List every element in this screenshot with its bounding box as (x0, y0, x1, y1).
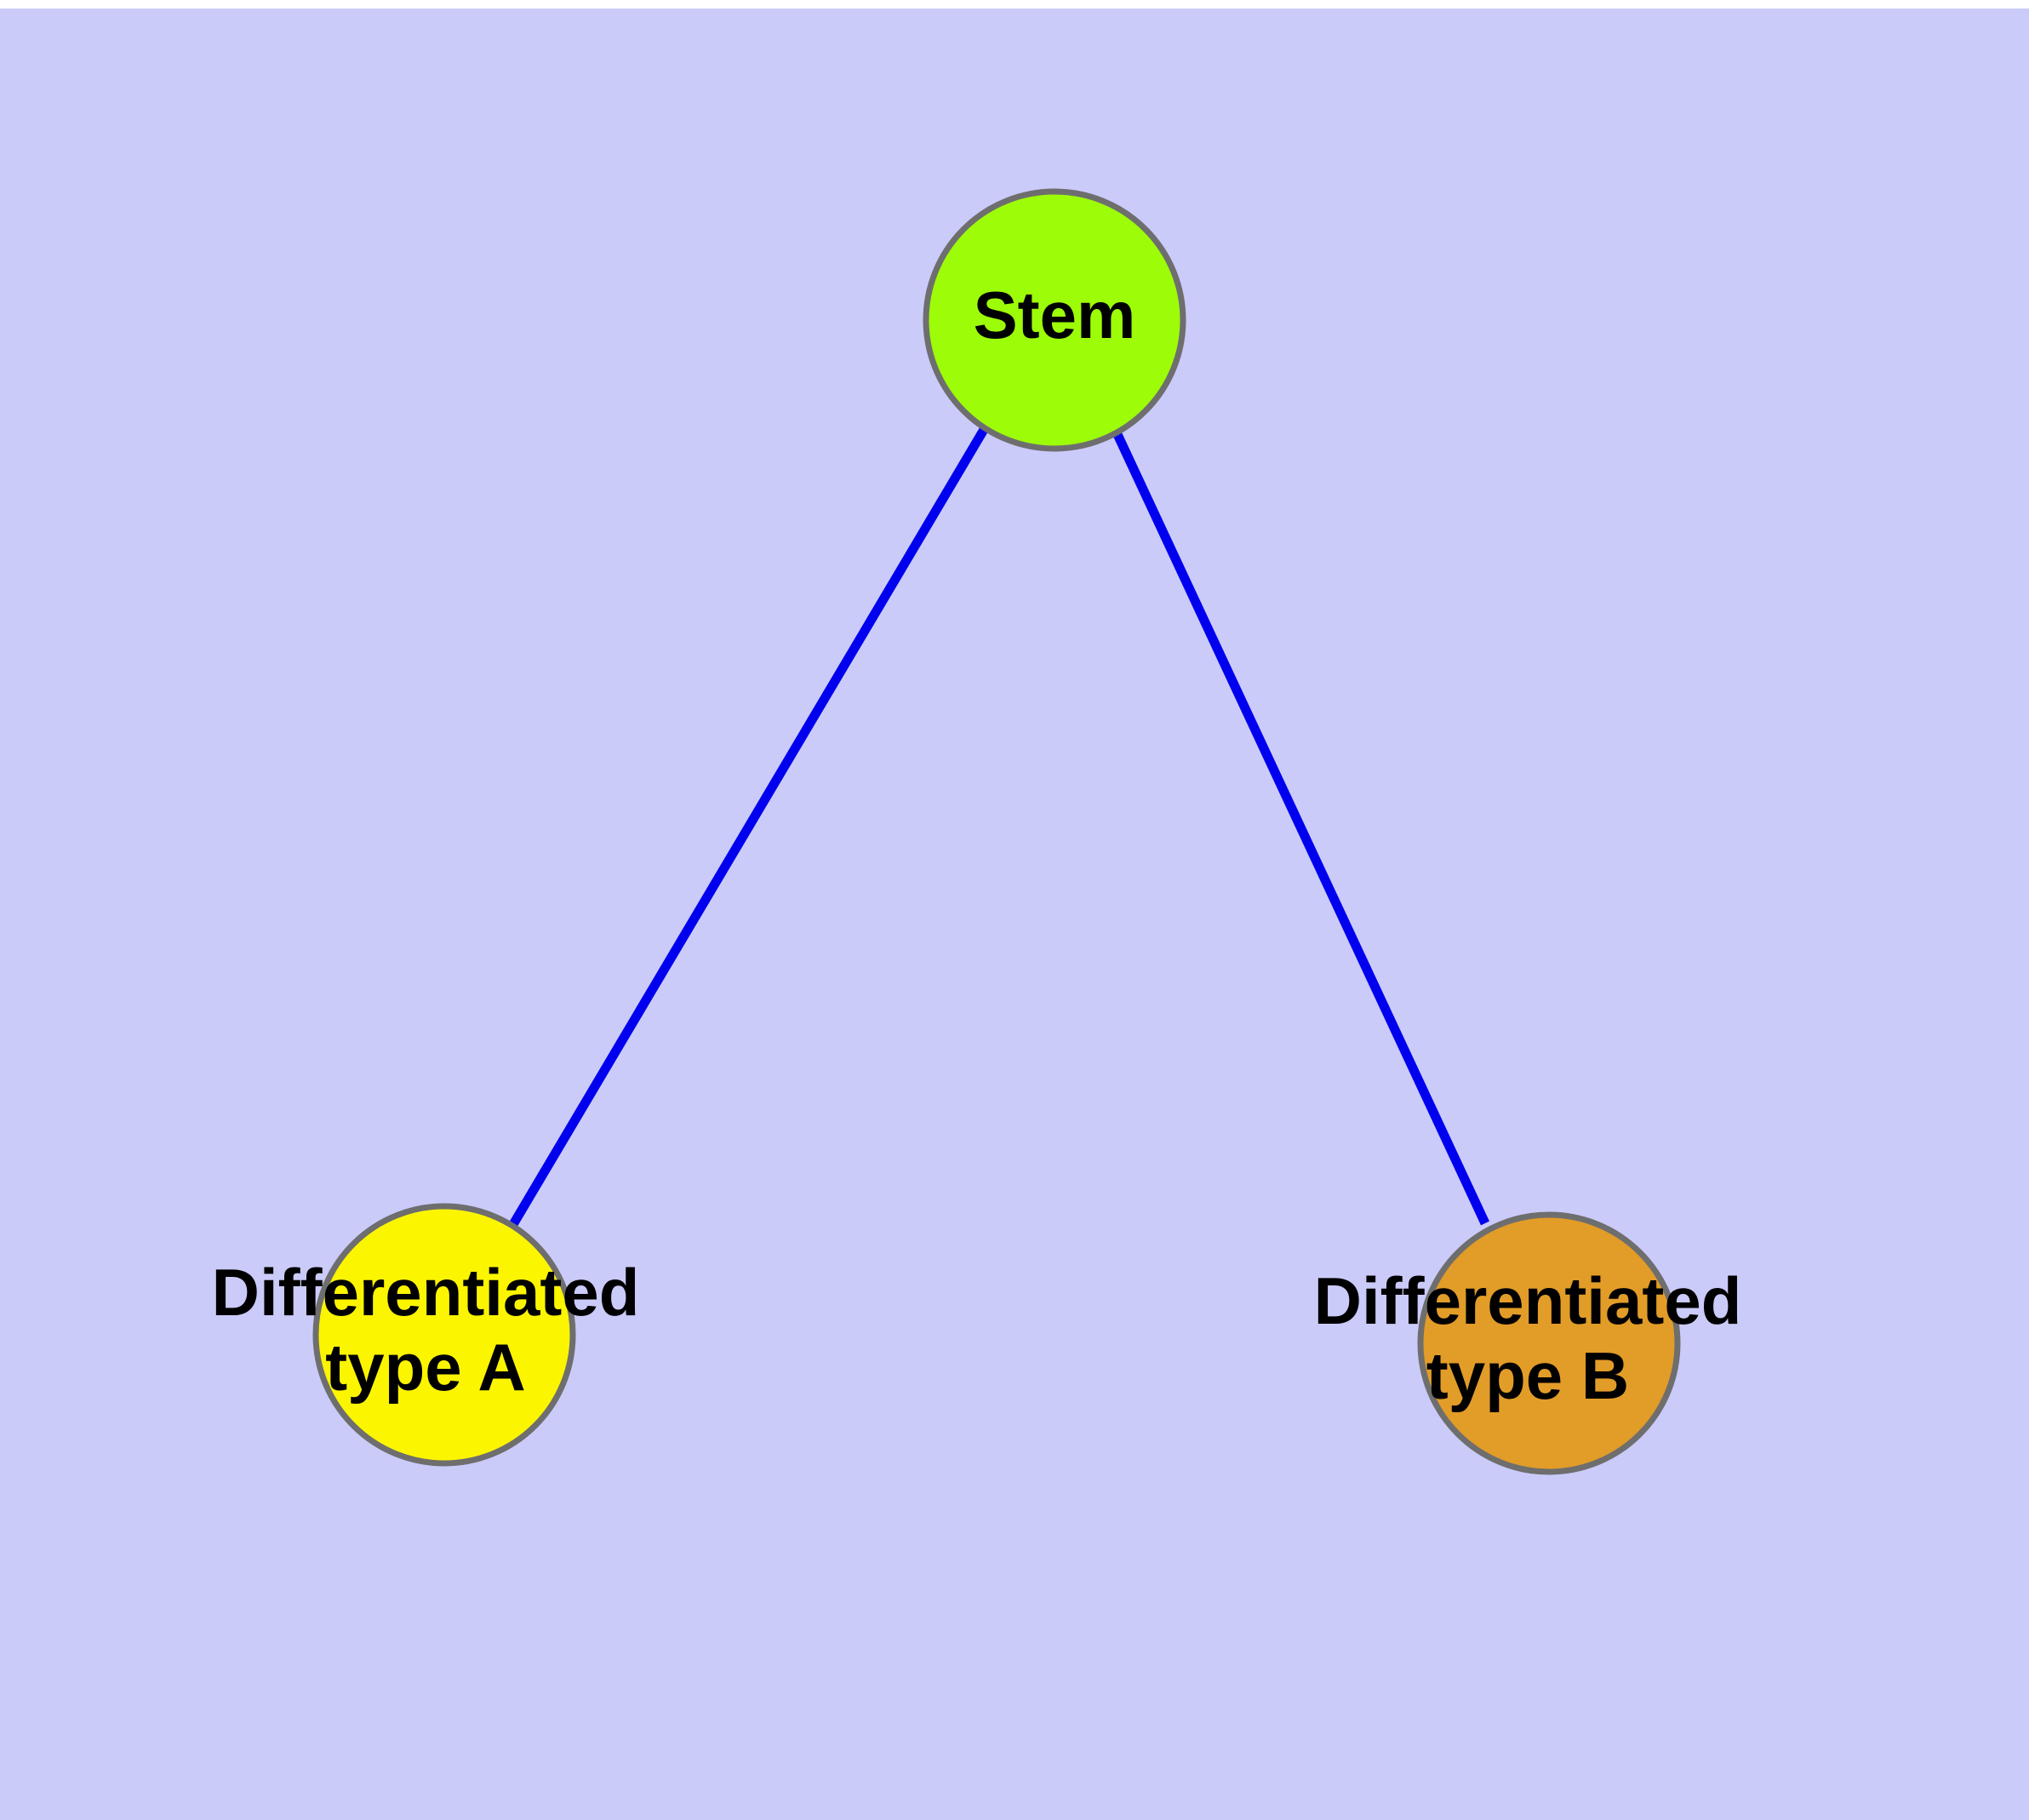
node-label-line: Differentiated (1314, 1263, 1742, 1338)
node-label-line: Differentiated (212, 1255, 640, 1330)
edge-stem-to-diff-a[interactable] (508, 426, 989, 1228)
node-label-line: type A (325, 1330, 526, 1405)
edges-layer (508, 426, 1489, 1228)
nodes-layer (312, 188, 1681, 1475)
node-diff-a[interactable] (312, 1203, 576, 1467)
node-label-line: type B (1426, 1338, 1629, 1413)
node-stem[interactable] (923, 188, 1186, 452)
node-label-stem: Stem (974, 278, 1136, 352)
node-label-line: Stem (974, 278, 1136, 352)
node-diff-b[interactable] (1417, 1211, 1681, 1475)
edge-stem-to-diff-b[interactable] (1112, 428, 1489, 1226)
